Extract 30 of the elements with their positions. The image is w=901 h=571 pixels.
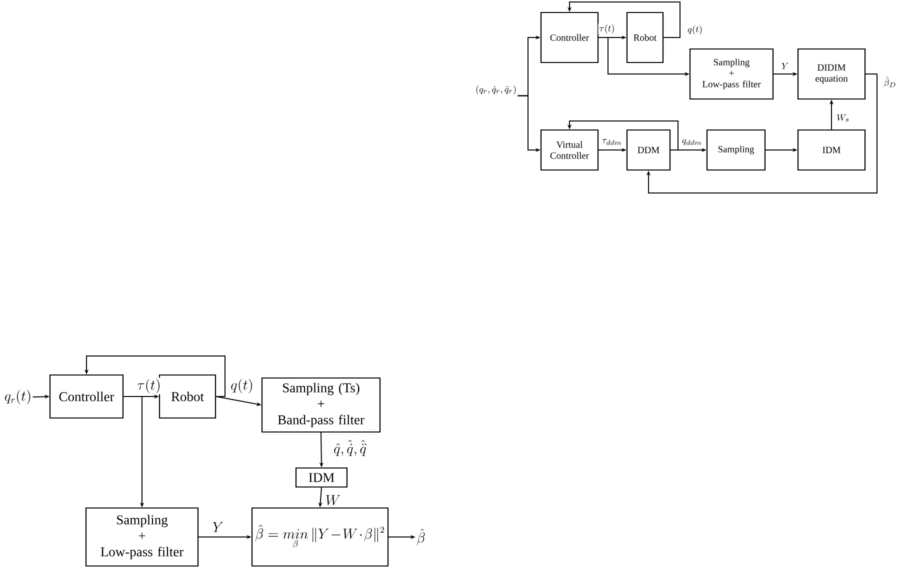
block-box: Robot (626, 12, 664, 64)
edge-label: $W_{s}$ (836, 113, 851, 123)
block-box: DIDIM equation (797, 48, 866, 100)
edge-label: $\hat{\beta}_{D}$ (882, 76, 898, 88)
edge-label: $q(t)$ (230, 378, 254, 394)
block-box: Sampling (706, 129, 766, 171)
arrow (646, 74, 878, 194)
signal-label: $\hat{\beta}$ (417, 528, 425, 546)
edge-label: $q_{ddm}$ (680, 138, 704, 146)
signal-label: $q_{r}(t)$ (4, 390, 30, 404)
block-box: IDM (797, 129, 866, 171)
block-box: Sampling + Low-pass filter (689, 48, 774, 100)
block-box: DDM (626, 129, 671, 171)
edge-label: $\tau(t)$ (598, 24, 616, 34)
block-box: IDM (295, 467, 348, 488)
block-box: Virtual Controller (540, 129, 599, 171)
block-box: Sampling + Low-pass filter (85, 507, 199, 567)
block-box: Sampling (Ts) + Band-pass filter (261, 377, 381, 433)
edge-label: $W$ (324, 494, 342, 506)
edge-label: $Y$ (211, 521, 225, 533)
block-box: Controller (540, 12, 599, 64)
block-box: Robot (158, 374, 216, 419)
block-box: $\hat{\beta}=\mathop{min}\limits_{\beta}\|Y-W\cdot\beta\|^{2}$ (251, 507, 389, 567)
edge-label: $Y$ (780, 62, 790, 70)
edge-label: $q(t)$ (686, 24, 704, 36)
signal-label: $(q_{r},\dot{q}_{r},\ddot{q}_{r})$ (476, 86, 516, 94)
edge-label: $\tau_{ddm}$ (601, 138, 623, 146)
edge-label: $\tau(t)$ (136, 378, 162, 394)
edge-label: $\hat{q},\hat{\dot{q}},\hat{\ddot{q}}$ (332, 438, 368, 458)
block-box: Controller (49, 374, 124, 419)
